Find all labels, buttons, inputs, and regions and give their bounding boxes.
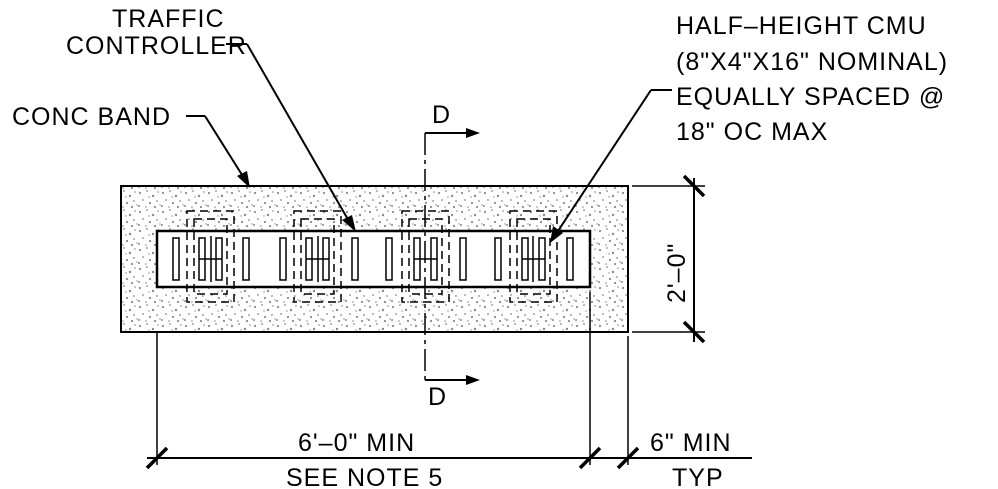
dimension-height-label: 2'–0" [663,243,691,303]
label-conc-band: CONC BAND [12,103,171,131]
traffic-controller-pad [155,229,592,289]
dimension-height [632,174,706,344]
label-cmu-line-1: HALF–HEIGHT CMU [676,12,927,40]
label-cmu-line-4: 18" OC MAX [676,118,828,146]
dimension-offset-label: 6" MIN [650,429,732,457]
label-traffic: TRAFFIC [112,5,225,33]
dimension-width-note: SEE NOTE 5 [286,464,443,489]
section-label-bottom: D [428,383,447,411]
dimension-width [145,292,752,470]
cmu-block-1 [186,210,235,303]
dimension-offset-note: TYP [672,464,724,489]
label-controller: CONTROLLER [66,32,247,60]
label-cmu-line-2: (8"X4"X16" NOMINAL) [676,48,948,76]
cmu-block-4 [509,210,558,303]
leader-traffic-controller [226,43,356,232]
leader-cmu [550,89,672,243]
leader-conc-band [186,115,250,188]
section-label-top: D [432,101,451,129]
dimension-width-label: 6'–0" MIN [298,429,415,457]
cmu-block-2 [293,210,342,303]
section-cut-line [424,128,480,385]
pad-slots [172,237,574,281]
label-cmu-line-3: EQUALLY SPACED @ [676,83,945,111]
